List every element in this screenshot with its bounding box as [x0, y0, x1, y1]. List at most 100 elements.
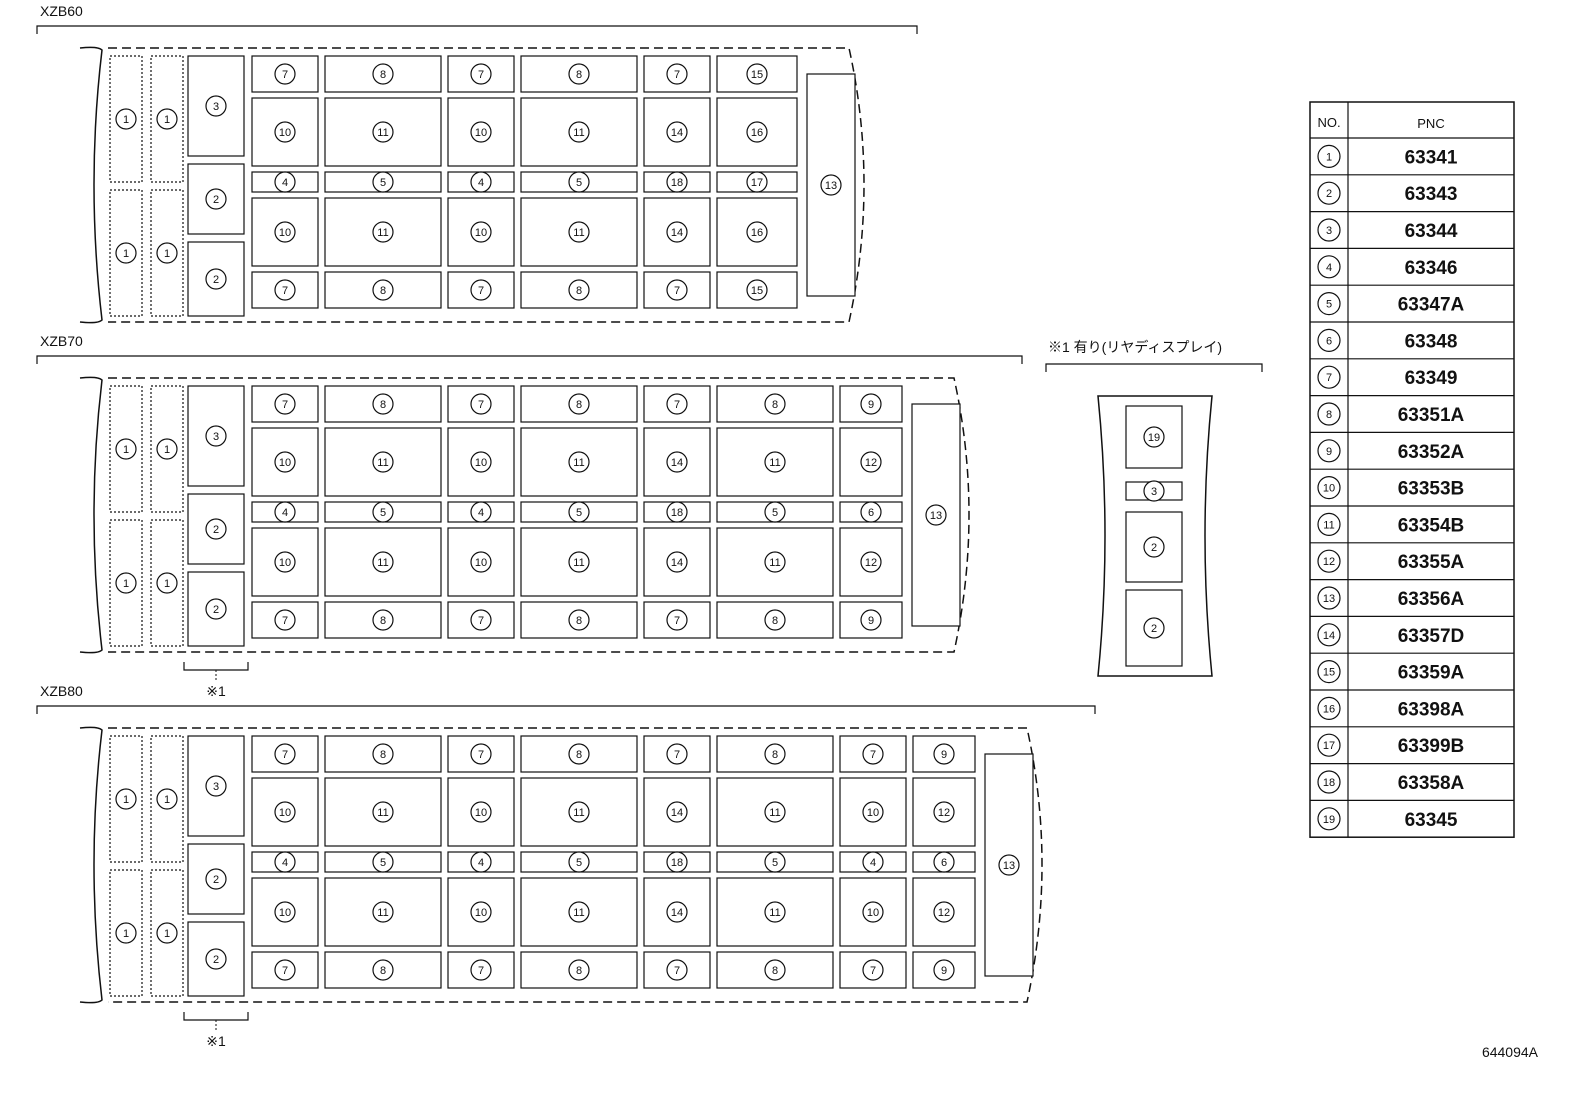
- callout-number: 4: [478, 857, 484, 869]
- callout-number: 5: [772, 857, 778, 869]
- front-outline: [79, 46, 103, 324]
- callout-number: 10: [279, 807, 291, 819]
- pnc-value: 63351A: [1398, 405, 1465, 426]
- panel-callout: 11: [568, 901, 590, 923]
- panel-10: 10: [447, 197, 515, 267]
- callout-number: 5: [772, 507, 778, 519]
- callout-circle: [568, 221, 590, 243]
- callout-number: 8: [380, 399, 386, 411]
- panel-10: 10: [251, 427, 319, 497]
- panel-callout: 10: [470, 221, 492, 243]
- panel-callout: 8: [372, 393, 394, 415]
- panel-2: 2: [1125, 511, 1183, 583]
- panel-callout: 8: [764, 743, 786, 765]
- callout-number: 8: [772, 615, 778, 627]
- panel-callout: 11: [372, 121, 394, 143]
- callout-number: 11: [377, 227, 388, 239]
- panel-callout: 7: [274, 393, 296, 415]
- panel-callout: 1: [156, 788, 178, 810]
- panel-10: 10: [447, 877, 515, 947]
- callout-circle: [666, 501, 688, 523]
- callout-number: 12: [865, 557, 877, 569]
- callout-circle: [470, 121, 492, 143]
- callout-circle: [746, 121, 768, 143]
- callout-circle: [372, 609, 394, 631]
- callout-number: 1: [164, 444, 170, 456]
- callout-number: 7: [282, 615, 288, 627]
- model-label: XZB70: [40, 333, 83, 349]
- panel-callout: 5: [372, 171, 394, 193]
- panel-11: 11: [520, 877, 638, 947]
- callout-number: 11: [377, 127, 388, 139]
- panel-18: 18: [643, 171, 711, 193]
- callout-number: 13: [1003, 860, 1015, 872]
- panel-3: 3: [187, 55, 245, 157]
- panel-callout: 6: [933, 851, 955, 873]
- panel-callout: 14: [666, 121, 688, 143]
- panel-callout: 10: [274, 901, 296, 923]
- pnc-row-number: 4: [1317, 255, 1341, 279]
- panel-callout: 4: [470, 171, 492, 193]
- callout-number: 8: [1326, 409, 1332, 421]
- panel-callout: 14: [666, 801, 688, 823]
- callout-circle: [568, 609, 590, 631]
- callout-number: 12: [865, 457, 877, 469]
- callout-circle: [1317, 476, 1341, 500]
- panel-5: 5: [716, 851, 834, 873]
- pnc-row-number: 13: [1317, 586, 1341, 610]
- callout-circle: [1317, 218, 1341, 242]
- panel-outline: [187, 241, 245, 317]
- panel-callout: 15: [746, 279, 768, 301]
- panel-callout: 4: [862, 851, 884, 873]
- pnc-value: 63357D: [1398, 626, 1465, 647]
- callout-number: 4: [478, 507, 484, 519]
- panel-callout: 11: [764, 901, 786, 923]
- panel-callout: 2: [1143, 617, 1165, 639]
- callout-number: 5: [576, 507, 582, 519]
- callout-number: 11: [573, 227, 584, 239]
- callout-circle: [764, 393, 786, 415]
- callout-number: 10: [279, 127, 291, 139]
- callout-number: 8: [380, 965, 386, 977]
- callout-circle: [666, 63, 688, 85]
- panel-callout: 7: [470, 609, 492, 631]
- callout-number: 2: [213, 274, 219, 286]
- panel-3: 3: [187, 385, 245, 487]
- callout-number: 10: [475, 127, 487, 139]
- callout-circle: [470, 609, 492, 631]
- callout-number: 11: [573, 457, 584, 469]
- callout-number: 2: [213, 524, 219, 536]
- callout-number: 1: [164, 928, 170, 940]
- panel-callout: 6: [860, 501, 882, 523]
- panel-callout: 11: [568, 221, 590, 243]
- panel-8: 8: [716, 735, 834, 773]
- callout-number: 14: [671, 457, 683, 469]
- callout-circle: [764, 551, 786, 573]
- callout-number: 1: [123, 444, 129, 456]
- panel-callout: 12: [933, 901, 955, 923]
- panel-10: 10: [251, 877, 319, 947]
- callout-number: 3: [213, 101, 219, 113]
- callout-circle: [470, 551, 492, 573]
- panel-callout: 1: [115, 242, 137, 264]
- callout-circle: [115, 242, 137, 264]
- panel-18: 18: [643, 501, 711, 523]
- callout-number: 7: [478, 399, 484, 411]
- pnc-row-number: 6: [1317, 328, 1341, 352]
- callout-number: 14: [671, 907, 683, 919]
- panel-callout: 13: [925, 504, 947, 526]
- callout-circle: [274, 551, 296, 573]
- callout-number: 10: [279, 227, 291, 239]
- callout-circle: [764, 501, 786, 523]
- panel-callout: 11: [372, 901, 394, 923]
- panel-callout: 7: [862, 743, 884, 765]
- callout-circle: [862, 959, 884, 981]
- pnc-row-number: 12: [1317, 549, 1341, 573]
- callout-number: 11: [769, 907, 780, 919]
- callout-circle: [115, 438, 137, 460]
- note-bracket: [183, 662, 249, 671]
